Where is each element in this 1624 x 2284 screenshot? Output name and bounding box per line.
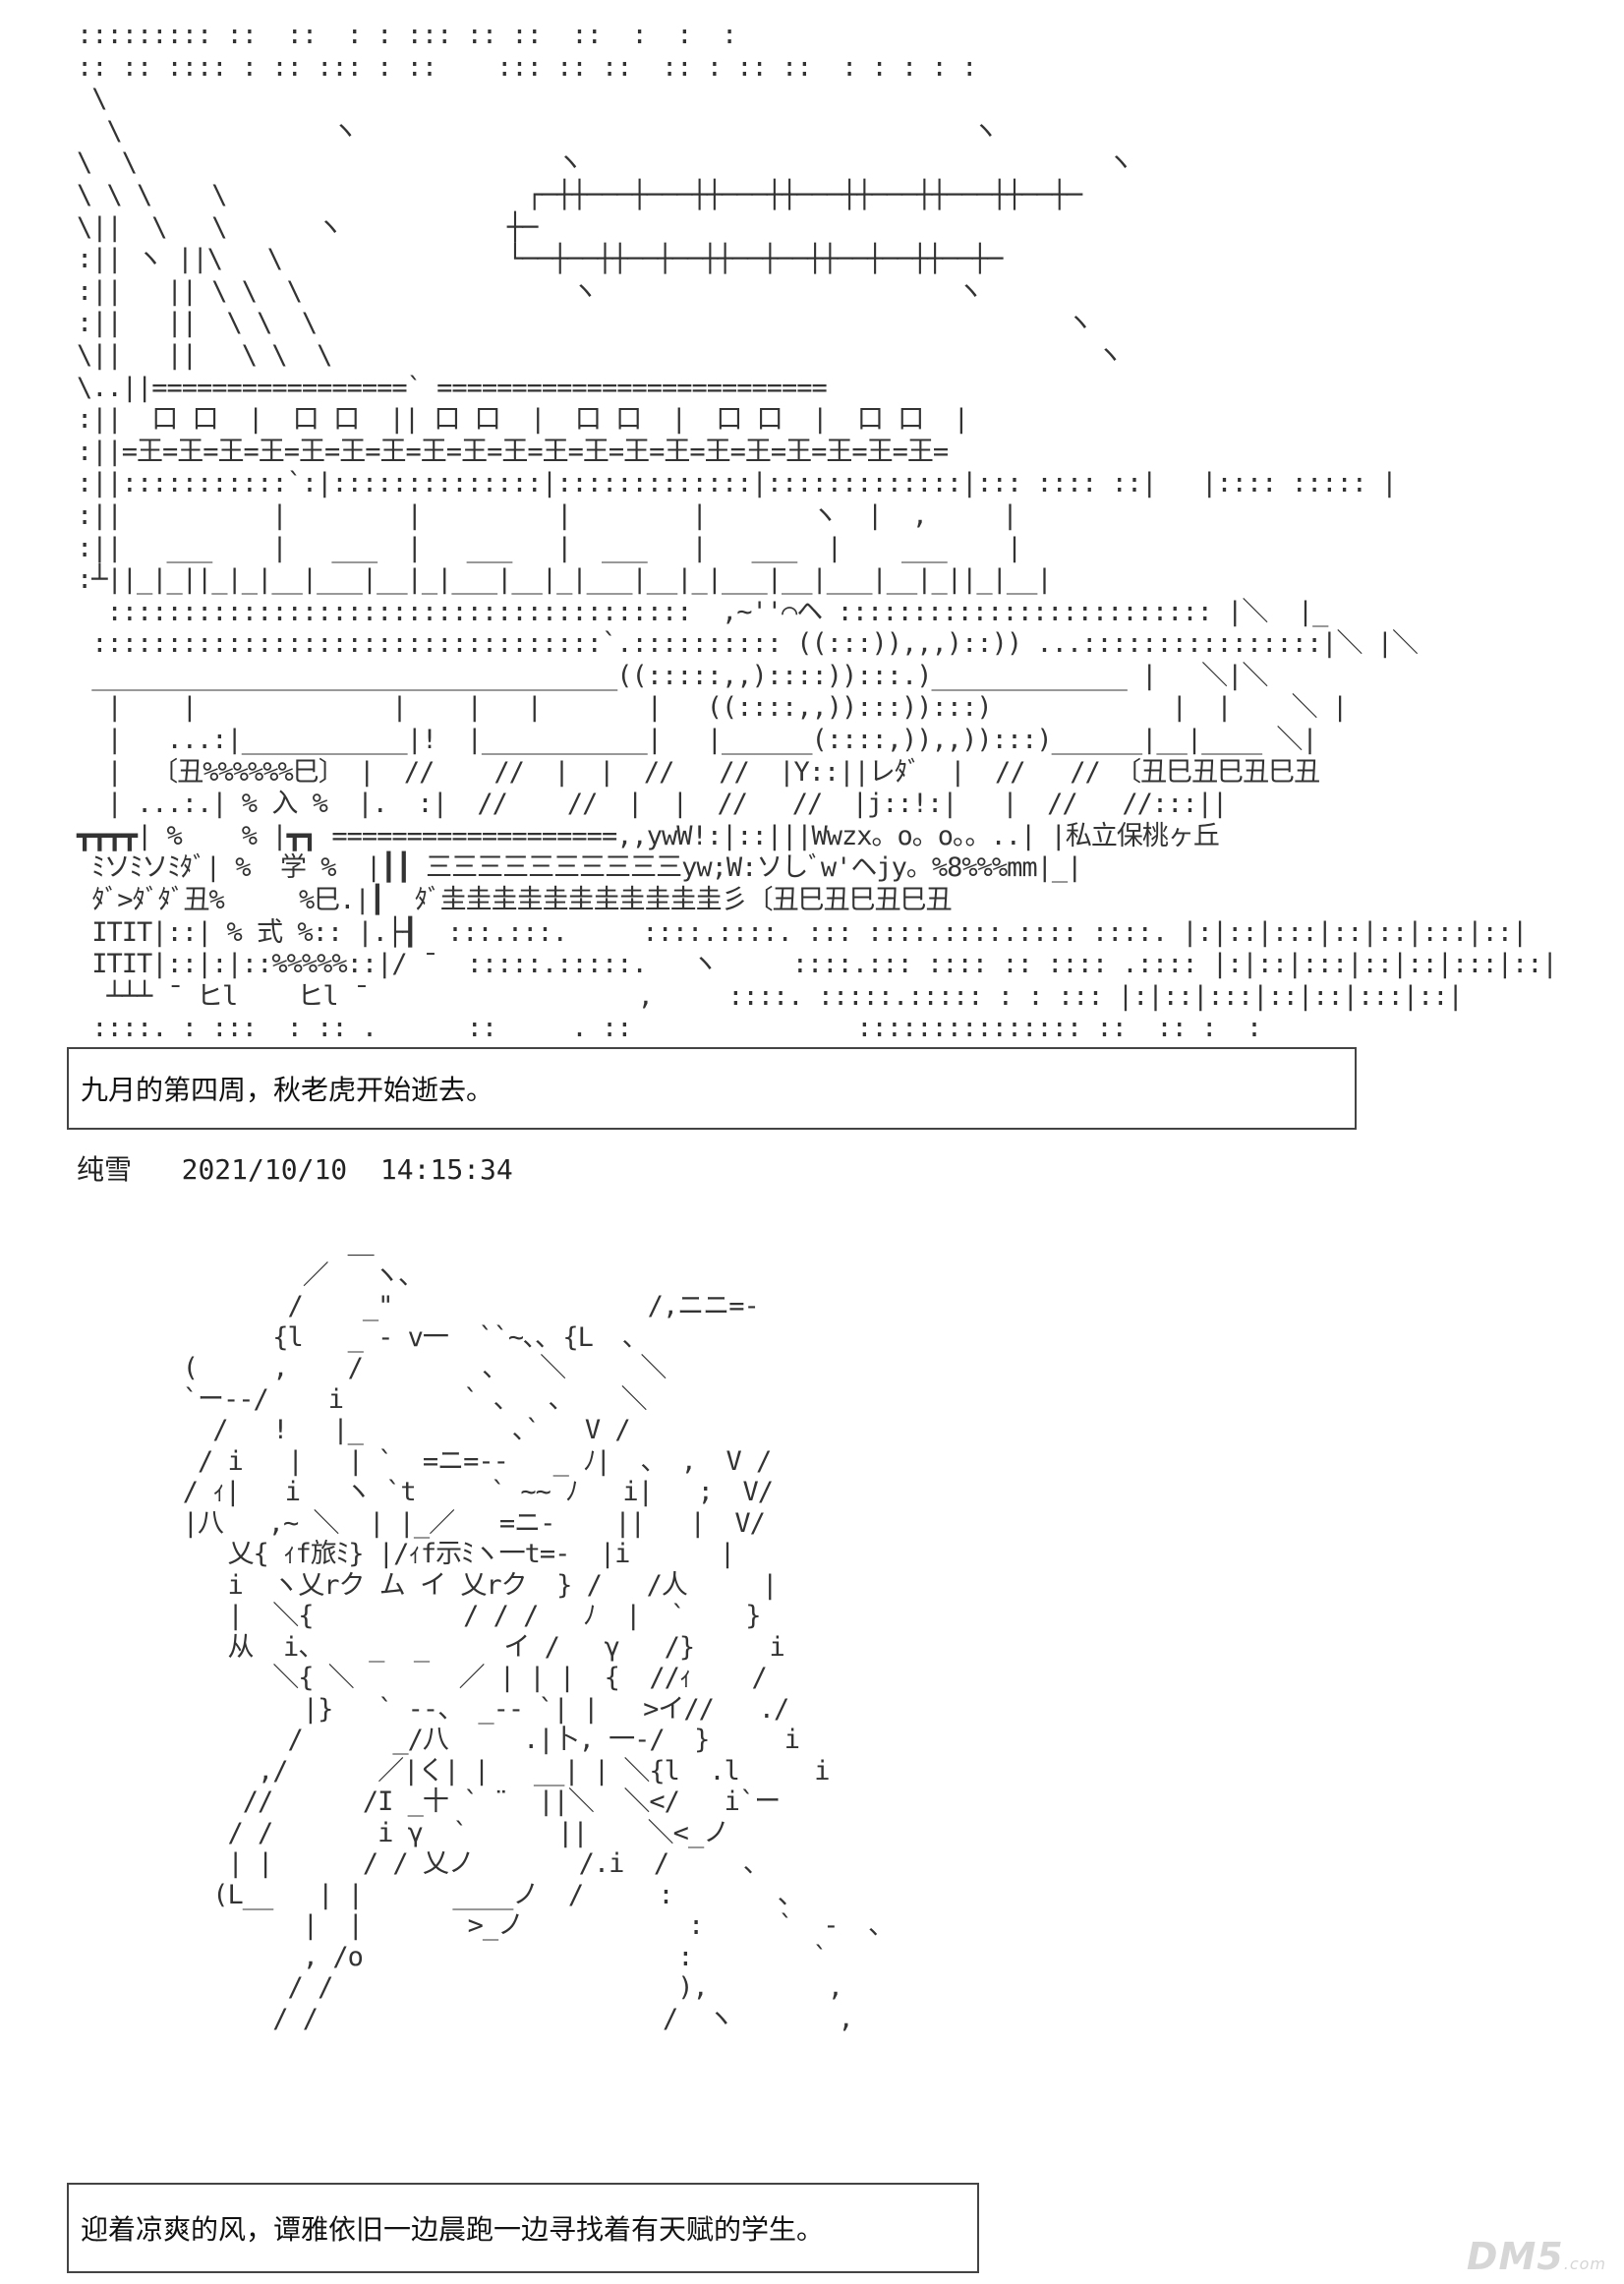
post-author: 纯雪 bbox=[77, 1153, 133, 1186]
caption-text: 迎着凉爽的风，谭雅依旧一边晨跑一边寻找着有天赋的学生。 bbox=[81, 2213, 825, 2246]
caption-box: 九月的第四周，秋老虎开始逝去。 bbox=[67, 1047, 1357, 1130]
site-watermark: DM5.com bbox=[1467, 2235, 1606, 2278]
caption-text: 九月的第四周，秋老虎开始逝去。 bbox=[81, 1074, 494, 1106]
post-meta: 纯雪 2021/10/10 14:15:34 bbox=[77, 1148, 513, 1188]
ascii-art-school-scene: ::::::::: :: :: : : ::: :: :: :: : : : :… bbox=[77, 20, 1558, 1076]
watermark-brand: DM5 bbox=[1466, 2235, 1564, 2278]
post-datetime: 2021/10/10 14:15:34 bbox=[181, 1153, 513, 1186]
watermark-suffix: .com bbox=[1563, 2255, 1606, 2273]
ascii-art-character: ＿ ／ ヽ､ / _" /,ニニ=- {l _ - v一 ``~､､ {L ､ … bbox=[182, 1229, 895, 2034]
caption-box: 迎着凉爽的风，谭雅依旧一边晨跑一边寻找着有天赋的学生。 bbox=[67, 2183, 979, 2273]
